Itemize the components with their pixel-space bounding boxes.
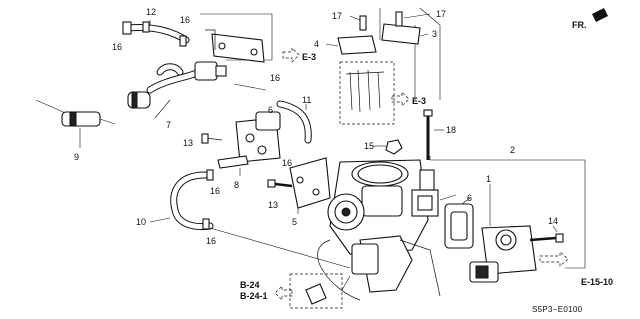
callout-13: 13 [183, 138, 193, 148]
callout-6: 6 [467, 193, 472, 203]
callout-16: 16 [282, 158, 292, 168]
front-arrow-icon [592, 8, 608, 22]
callout-3: 3 [432, 29, 437, 39]
callout-4: 4 [314, 39, 319, 49]
callout-5: 5 [292, 217, 297, 227]
callout-10: 10 [136, 217, 146, 227]
frame-lines [419, 7, 441, 100]
hose-clip [179, 35, 187, 47]
filter-7 [127, 91, 151, 109]
relay-bracket-4 [337, 35, 377, 55]
arrow-e15-10 [539, 251, 569, 267]
relay-bracket-3 [381, 23, 421, 45]
ref-e15-10: E-15-10 [581, 277, 613, 287]
callout-12: 12 [146, 7, 156, 17]
connector-box-lower [289, 273, 343, 309]
callout-16: 16 [270, 73, 280, 83]
solenoid-7 [194, 61, 218, 81]
hose-clip [142, 21, 150, 33]
callout-13: 13 [268, 200, 278, 210]
nut-15 [385, 139, 403, 155]
callout-14: 14 [548, 216, 558, 226]
callout-16: 16 [112, 42, 122, 52]
callout-16: 16 [180, 15, 190, 25]
callout-16: 6 [268, 105, 273, 115]
callout-7: 7 [166, 120, 171, 130]
bracket-5 [289, 157, 331, 209]
callout-17: 17 [436, 9, 446, 19]
arrow-e3-top [282, 47, 300, 63]
filter-9 [61, 111, 101, 127]
arrow-b24 [274, 285, 293, 301]
arrow-e3-mid [391, 91, 410, 107]
ref-b24-1: B-24-1 [240, 291, 268, 301]
callout-15: 15 [364, 141, 374, 151]
callout-11: 11 [302, 95, 311, 105]
callout-16: 16 [210, 186, 220, 196]
diagram-code: S5P3−E0100 [532, 305, 583, 314]
connector-box [339, 61, 395, 125]
ref-e3-mid: E-3 [412, 96, 426, 106]
bolt-14 [555, 233, 564, 243]
frame-right [520, 159, 586, 269]
callout-8: 8 [234, 180, 239, 190]
callout-16: 16 [206, 236, 216, 246]
ref-e3-top: E-3 [302, 52, 316, 62]
ref-b24: B-24 [240, 280, 260, 290]
guide-line [209, 227, 351, 269]
callout-9: 9 [74, 152, 79, 162]
callout-2: 2 [510, 145, 515, 155]
callout-17: 17 [332, 11, 342, 21]
callout-18: 18 [446, 125, 456, 135]
hose-end [122, 21, 132, 35]
direction-label: FR. [572, 20, 587, 30]
bracket-e3 [211, 33, 265, 63]
callout-1: 1 [486, 174, 491, 184]
bolt-18 [423, 109, 433, 117]
